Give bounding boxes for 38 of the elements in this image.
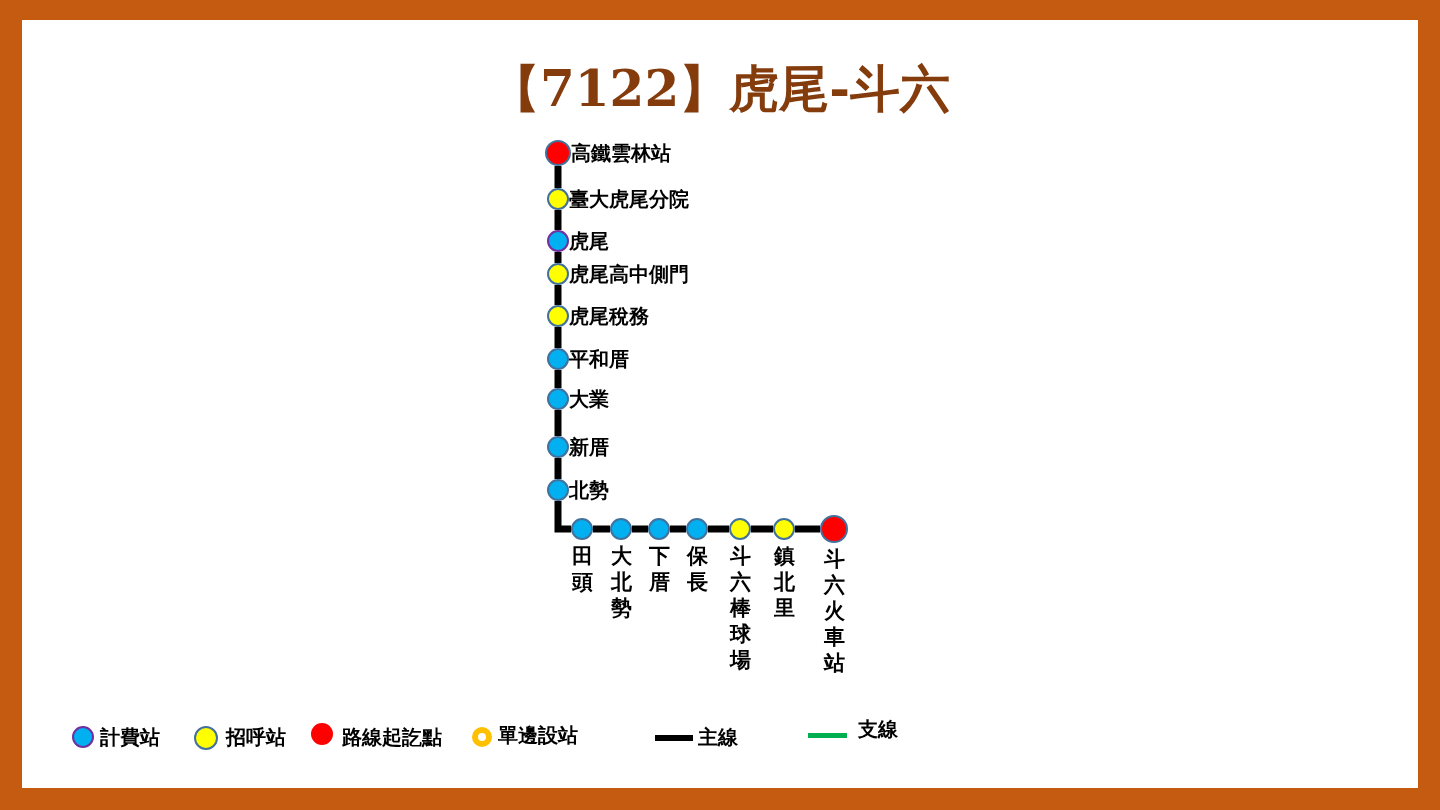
legend-label: 路線起訖點 [342, 726, 442, 748]
route-line [751, 525, 773, 533]
route-line [708, 525, 729, 533]
station-name: 新厝 [569, 436, 609, 458]
title: 【7122】虎尾-斗六 [490, 60, 950, 118]
legend-label: 支線 [858, 718, 898, 740]
legend-label: 單邊設站 [498, 724, 578, 746]
legend-label: 計費站 [100, 726, 160, 748]
route-line [554, 370, 562, 388]
station-name: 保長 [686, 543, 708, 595]
station-name: 北勢 [569, 479, 609, 501]
station-name: 斗六火車站 [823, 546, 845, 676]
station-name: 田頭 [571, 543, 593, 595]
station-name: 斗六棒球場 [729, 543, 751, 673]
route-line [554, 285, 562, 305]
route-line [554, 410, 562, 436]
route-line [632, 525, 648, 533]
station-name: 虎尾高中側門 [569, 263, 689, 285]
station-name: 臺大虎尾分院 [569, 188, 689, 210]
route-line [670, 525, 686, 533]
legend-label: 招呼站 [226, 726, 286, 748]
station-name: 平和厝 [569, 348, 629, 370]
station-name: 虎尾 [569, 230, 609, 252]
station-name: 鎮北里 [773, 543, 795, 621]
route-line [554, 458, 562, 479]
station-name: 高鐵雲林站 [571, 142, 671, 164]
route-line [795, 525, 820, 533]
station-name: 虎尾稅務 [569, 305, 649, 327]
route-line [554, 327, 562, 348]
route-line [593, 525, 610, 533]
station-name: 下厝 [648, 543, 670, 595]
legend-label: 主線 [698, 726, 738, 748]
station-name: 大業 [569, 388, 609, 410]
route-line [554, 210, 562, 230]
station-name: 大北勢 [610, 543, 632, 621]
route-line [554, 166, 562, 188]
route-line [554, 501, 571, 533]
route-line [554, 252, 562, 263]
